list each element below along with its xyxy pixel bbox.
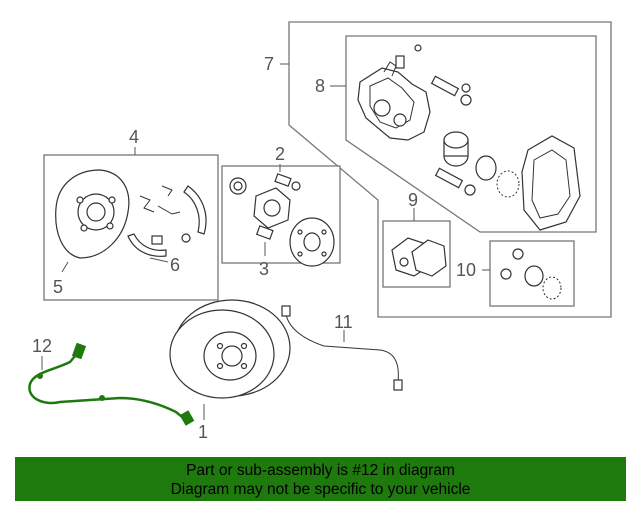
bleeder-screw [395, 44, 422, 69]
brake-rotor [169, 299, 291, 399]
abs-sensor [28, 342, 195, 426]
caliper-housing [357, 61, 431, 141]
callout-4: 4 [129, 127, 139, 147]
caliper-bracket [521, 135, 581, 231]
callout-11: 11 [334, 312, 353, 332]
wheel-hub [229, 173, 335, 267]
callout-5: 5 [53, 277, 63, 297]
backing-plate [55, 169, 130, 259]
parking-brake-shoes [127, 185, 207, 257]
callout-12: 12 [32, 336, 52, 356]
brake-pads [391, 237, 447, 277]
callout-8: 8 [315, 76, 325, 96]
callout-3: 3 [259, 259, 269, 279]
banner-line-2: Diagram may not be specific to your vehi… [170, 481, 471, 498]
callout-2: 2 [275, 144, 285, 164]
callout-9: 9 [408, 190, 418, 210]
callout-7: 7 [264, 54, 274, 74]
callout-1: 1 [198, 422, 208, 442]
caliper-piston [443, 131, 520, 198]
diagram-notice-banner: Part or sub-assembly is #12 in diagram D… [15, 457, 626, 501]
callout-6: 6 [170, 255, 180, 275]
seal-kit [500, 248, 562, 300]
callout-10: 10 [456, 260, 476, 280]
hub-bolt [255, 225, 274, 240]
caliper-pins [430, 75, 476, 196]
brake-hose [281, 305, 403, 391]
parts-diagram: 1 2 3 4 5 6 7 8 9 10 11 12 [28, 21, 612, 442]
banner-line-1: Part or sub-assembly is #12 in diagram [186, 462, 455, 479]
